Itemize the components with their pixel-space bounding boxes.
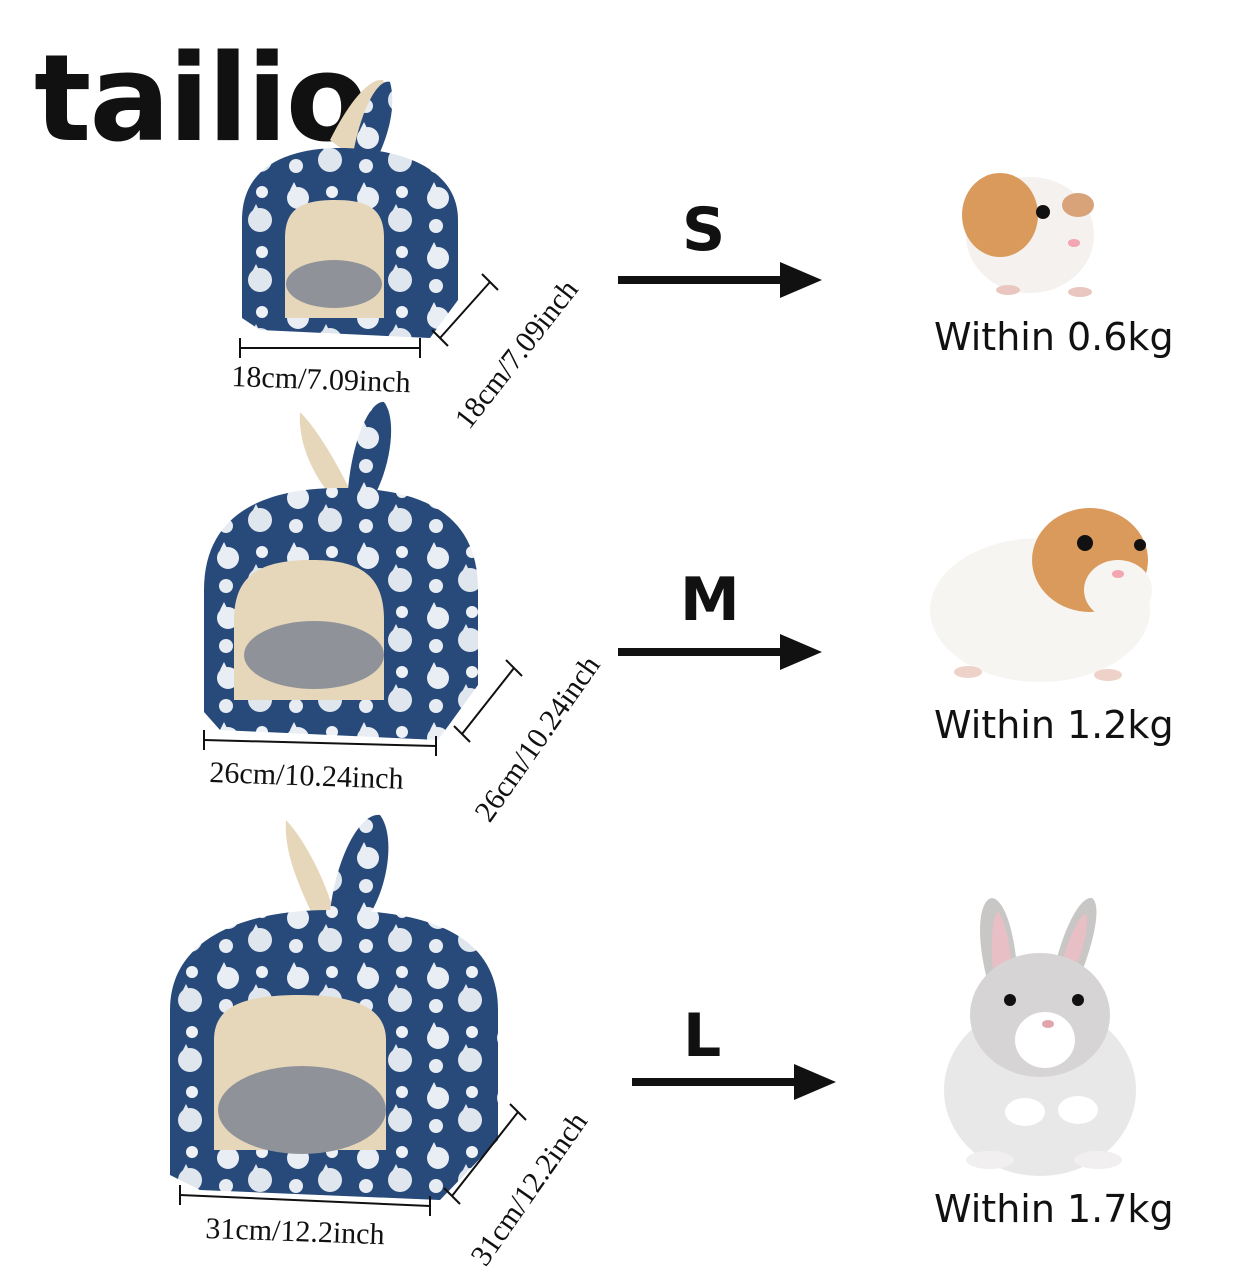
width-label-l: 31cm/12.2inch (204, 1212, 386, 1252)
arrow-s (618, 262, 822, 298)
bed-large-cushion (218, 1066, 386, 1154)
arrow-m (618, 634, 822, 670)
width-label-m: 26cm/10.24inch (208, 756, 405, 796)
size-label-l: L (683, 1001, 722, 1071)
bed-small-cushion (286, 260, 382, 308)
rabbit-large (944, 897, 1136, 1176)
weight-label-s: Within 0.6kg (934, 315, 1174, 359)
width-label-s: 18cm/7.09inch (230, 360, 412, 400)
arrow-l (632, 1064, 836, 1100)
bed-large (170, 814, 498, 1200)
bed-medium-ear-right (348, 401, 392, 500)
guinea-pig-small (962, 173, 1094, 297)
weight-label-l: Within 1.7kg (934, 1187, 1174, 1231)
dimension-lines (179, 273, 527, 1216)
bed-medium-cushion (244, 621, 384, 689)
guinea-pig-medium (930, 508, 1152, 682)
size-label-s: S (682, 195, 726, 265)
bed-medium (204, 401, 478, 740)
bed-small (242, 79, 458, 338)
bed-large-ear-left (285, 820, 334, 918)
bed-small-ear-right (352, 81, 393, 170)
bed-large-ear-right (330, 814, 389, 920)
size-label-m: M (680, 565, 740, 635)
brand-logo: tailio (34, 30, 368, 169)
weight-label-m: Within 1.2kg (934, 703, 1174, 747)
bed-medium-ear-left (299, 412, 350, 495)
